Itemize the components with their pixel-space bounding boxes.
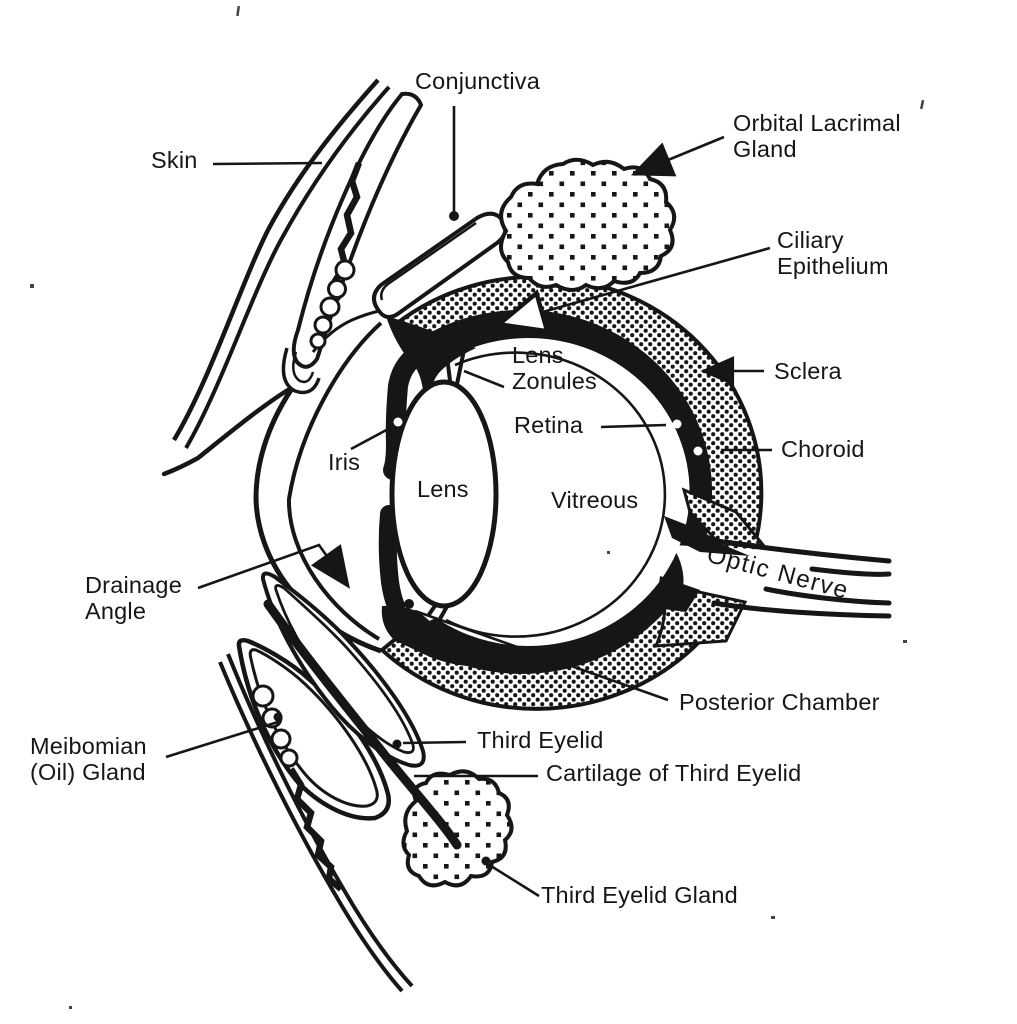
- orbital-lacrimal-gland-shape: [499, 157, 677, 292]
- label-posterior-chamber: Posterior Chamber: [679, 689, 880, 715]
- choroid-dot: [693, 446, 703, 456]
- iris-leader: [350, 425, 393, 451]
- label-third-eyelid: Third Eyelid: [477, 727, 604, 753]
- leader-dots: [273, 211, 703, 866]
- third-eyelid-dot: [392, 739, 402, 749]
- iris-dot: [393, 417, 403, 427]
- retina-leader: [600, 423, 667, 429]
- nerve-fibre-line-1: [699, 536, 892, 564]
- retina-dot: [672, 419, 682, 429]
- third-eyelid-leader: [402, 740, 467, 745]
- label-choroid: Choroid: [781, 436, 865, 462]
- eyelid-margin-fold-outer: [281, 347, 321, 395]
- retina-line: [445, 351, 667, 638]
- label-orbital-lacrimal-gland: Orbital Lacrimal Gland: [733, 110, 901, 163]
- iris-lower: [378, 505, 405, 615]
- label-lens: Lens: [417, 476, 469, 502]
- upper-meibomian-gland-lobules: [309, 259, 356, 350]
- label-cartilage-third-eyelid: Cartilage of Third Eyelid: [546, 760, 802, 786]
- third-eyelid-gland-leader: [490, 864, 540, 898]
- nerve-choroid-wedge-top: [664, 516, 750, 556]
- nerve-choroid-wedge-bottom: [656, 576, 700, 612]
- upper-skin-inner-line: [184, 85, 391, 450]
- conjunctiva-dot: [449, 211, 459, 221]
- scan-specks: [30, 5, 925, 1009]
- cornea-inner-line: [286, 321, 383, 641]
- skin-leader: [212, 161, 323, 166]
- label-meibomian-gland: Meibomian (Oil) Gland: [30, 733, 147, 786]
- leader-lines: [165, 106, 772, 898]
- lens-shape: [389, 379, 499, 609]
- eyelid-margin-fold-inner: [292, 351, 315, 384]
- third-eyelid-cartilage: [263, 599, 462, 850]
- lower-skin-inner-line: [218, 661, 404, 993]
- ciliary-epithelium-leader: [493, 246, 771, 334]
- label-skin: Skin: [151, 147, 198, 173]
- optic-nerve: [653, 487, 892, 648]
- label-vitreous: Vitreous: [551, 487, 639, 513]
- ciliary-body-lower: [381, 605, 480, 666]
- upper-skin-outer-line: [172, 78, 380, 442]
- meibomian-gland-dot: [273, 712, 283, 722]
- posterior-chamber-dot: [404, 599, 414, 609]
- label-ciliary-epithelium: Ciliary Epithelium: [777, 227, 889, 280]
- meibomian-gland-leader: [165, 719, 282, 759]
- nerve-fibre-line-4: [711, 600, 892, 619]
- nerve-fibre-line-3: [763, 586, 892, 606]
- label-drainage-angle: Drainage Angle: [85, 572, 182, 625]
- label-third-eyelid-gland: Third Eyelid Gland: [541, 882, 738, 908]
- upper-eyelid: [161, 78, 508, 477]
- nerve-fibre-line-2: [809, 566, 892, 577]
- lower-tarsal-zigzag: [288, 767, 344, 892]
- cheek-contour-line: [161, 387, 291, 477]
- third-eyelid-gland-dot: [481, 856, 491, 866]
- label-retina: Retina: [514, 412, 584, 438]
- conjunctival-sac-inner-line: [380, 221, 477, 301]
- orbital-lacrimal-gland-leader: [630, 135, 725, 177]
- posterior-chamber-leader: [414, 609, 669, 702]
- lower-eyelid: [218, 637, 414, 993]
- drainage-angle-leader: [197, 543, 350, 590]
- label-iris: Iris: [328, 449, 361, 475]
- label-conjunctiva: Conjunctiva: [415, 68, 540, 94]
- label-sclera: Sclera: [774, 358, 842, 384]
- third-eyelid-body: [260, 571, 426, 768]
- label-lens-zonules: Lens Zonules: [512, 342, 598, 395]
- lens-zonules-leader: [463, 369, 505, 389]
